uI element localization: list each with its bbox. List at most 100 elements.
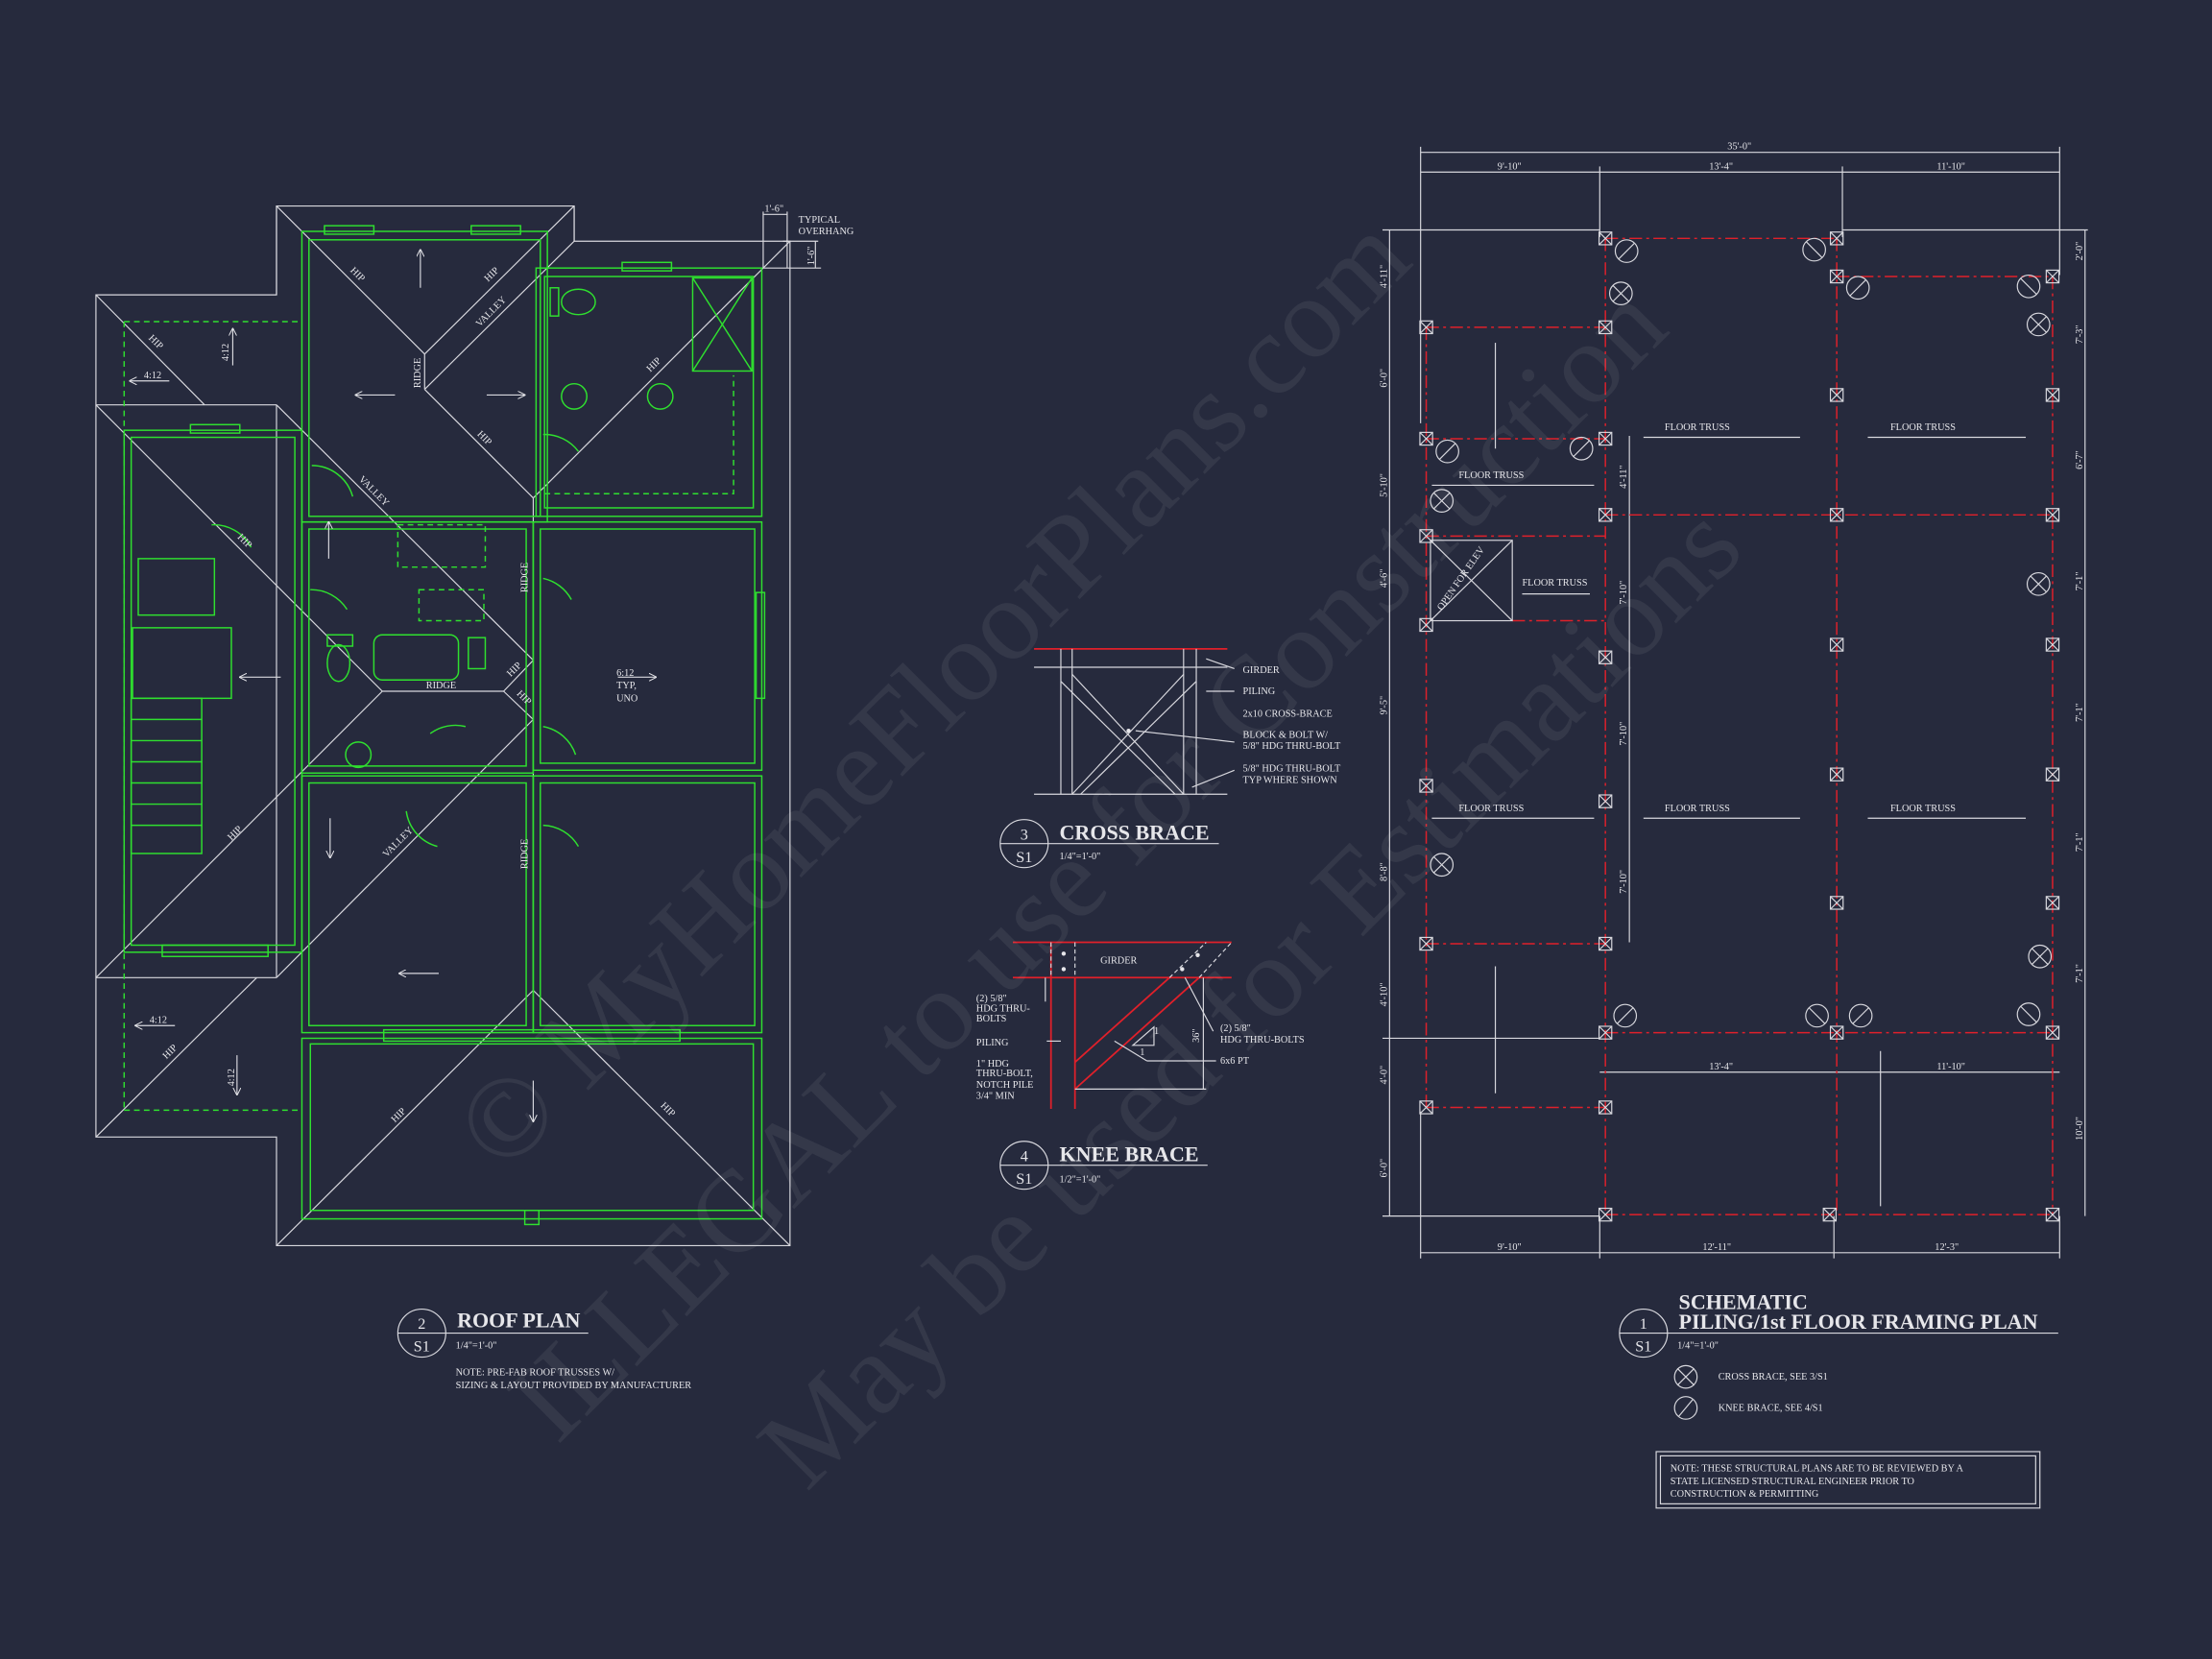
piling-box (1419, 529, 1433, 543)
piling-x (1599, 1100, 1613, 1115)
framing-plan-title-block: 1 S1 SCHEMATIC PILING/1st FLOOR FRAMING … (1619, 1290, 2058, 1509)
piling (2045, 767, 2060, 781)
slope-arrows (130, 250, 656, 1121)
cross-brace-symbol (2026, 312, 2051, 337)
roof-label: RIDGE (426, 681, 456, 691)
piling-x (2045, 508, 2059, 522)
piling-x (2045, 269, 2059, 284)
dim-inner: 7'-10" (1619, 581, 1629, 605)
knee-brace-slash (1852, 1007, 1869, 1024)
piling (2045, 388, 2060, 402)
dim-right: 7'-3" (2075, 325, 2085, 344)
overhang-label: TYPICAL (799, 215, 840, 226)
pilings (1419, 231, 2060, 1222)
roof-label: HIP (390, 1106, 409, 1125)
callout-block-bolt: BLOCK & BOLT W/ (1243, 730, 1329, 740)
piling-box (2045, 637, 2060, 652)
piling (1419, 936, 1433, 951)
cross-brace-title: CROSS BRACE (1060, 820, 1210, 844)
overhang-dim: 1'-6" (806, 247, 817, 266)
cross-brace-symbol (1430, 853, 1455, 878)
callout-bolts: (2) 5/8" (976, 994, 1007, 1004)
piling-x (1599, 508, 1613, 522)
piling (1829, 508, 1844, 522)
piling-box (1829, 388, 1844, 402)
knee-brace-circle (1848, 1003, 1873, 1028)
knee-brace-slash (1573, 440, 1590, 457)
callout-bolts-right: (2) 5/8" (1220, 1023, 1251, 1034)
piling-box (1419, 779, 1433, 793)
detail-number: 1 (1640, 1316, 1647, 1333)
piling-x (2045, 1025, 2059, 1040)
piling-x (1830, 896, 1844, 910)
piling (1598, 1100, 1613, 1115)
piling-box (1598, 1207, 1613, 1222)
piling-box (1598, 1025, 1613, 1040)
piling (1419, 529, 1433, 543)
cross-brace-x (2032, 948, 2049, 965)
sheet-number: S1 (1016, 1171, 1032, 1188)
cross-brace-x (1433, 856, 1451, 874)
framing-plan-title: SCHEMATIC (1679, 1290, 1808, 1314)
floor-truss-label: FLOOR TRUSS (1665, 804, 1730, 814)
piling (1822, 1207, 1837, 1222)
roof-note: SIZING & LAYOUT PROVIDED BY MANUFACTURER (456, 1381, 692, 1391)
knee-brace-circle (1805, 1003, 1829, 1028)
roof-label: HIP (475, 429, 494, 448)
dimension-text: 35'-0" 9'-10" 13'-4" 11'-10" 4'-11" 6'-0… (1379, 142, 2084, 1253)
roof-label: 6:12 (616, 668, 634, 679)
piling (1829, 269, 1844, 284)
piling (2045, 1025, 2060, 1040)
dim-left: 4'-10" (1379, 982, 1389, 1006)
knee-brace-symbol (1845, 276, 1870, 301)
callout-girder: GIRDER (1243, 665, 1280, 676)
knee-brace-slash (1617, 1007, 1634, 1024)
cross-brace-detail: GIRDER PILING 2x10 CROSS-BRACE BLOCK & B… (999, 648, 1341, 869)
knee-brace-title: KNEE BRACE (1060, 1142, 1199, 1166)
piling-x (1830, 637, 1844, 652)
knee-brace-symbol (1848, 1003, 1873, 1028)
callout-thru-bolt: 1" HDG (976, 1059, 1010, 1070)
piling-box (1598, 231, 1613, 246)
cross-brace-x (1612, 284, 1629, 302)
scale-label: 1/2"=1'-0" (1060, 1174, 1101, 1185)
piling-box (1829, 637, 1844, 652)
cross-brace-circle (1430, 489, 1455, 513)
sheet-number: S1 (414, 1339, 430, 1356)
cross-brace-symbol (2026, 571, 2051, 596)
roof-label: VALLEY (356, 474, 391, 509)
detail-number: 3 (1021, 827, 1028, 843)
roof-label: HIP (161, 1043, 180, 1062)
knee-brace-symbol (2016, 274, 2041, 299)
dim-right: 7'-1" (2075, 832, 2085, 852)
piling-x (1599, 1208, 1613, 1222)
dim-top: 11'-10" (1936, 161, 1965, 172)
cross-brace-symbol (1608, 281, 1633, 305)
structural-note: NOTE: THESE STRUCTURAL PLANS ARE TO BE R… (1671, 1464, 1964, 1475)
piling (1829, 388, 1844, 402)
roof-note: NOTE: PRE-FAB ROOF TRUSSES W/ (456, 1368, 615, 1379)
cross-brace-circle (2026, 312, 2051, 337)
piling (1598, 320, 1613, 335)
dim-left: 4'-6" (1379, 569, 1389, 589)
roof-label: HIP (235, 532, 254, 551)
knee-brace-symbol (1802, 237, 1826, 262)
cross-brace-x (1433, 492, 1451, 510)
legend-label: KNEE BRACE, SEE 4/S1 (1719, 1403, 1823, 1413)
piling (1829, 767, 1844, 781)
overhang-dim: 1'-6" (764, 204, 783, 214)
piling-box (1822, 1207, 1837, 1222)
knee-brace-symbol (1613, 1003, 1638, 1028)
piling-box (1829, 231, 1844, 246)
knee-brace-symbol (1569, 436, 1594, 461)
piling-box (1598, 936, 1613, 951)
stairs (130, 697, 203, 854)
callout-piling: PILING (976, 1038, 1009, 1048)
structural-note: STATE LICENSED STRUCTURAL ENGINEER PRIOR… (1671, 1477, 1914, 1487)
dim-top: 13'-4" (1709, 161, 1733, 172)
piling-x (2045, 767, 2059, 781)
cross-brace-circle (1608, 281, 1633, 305)
piling-box (1598, 508, 1613, 522)
piling (1598, 231, 1613, 246)
piling-box (2045, 508, 2060, 522)
